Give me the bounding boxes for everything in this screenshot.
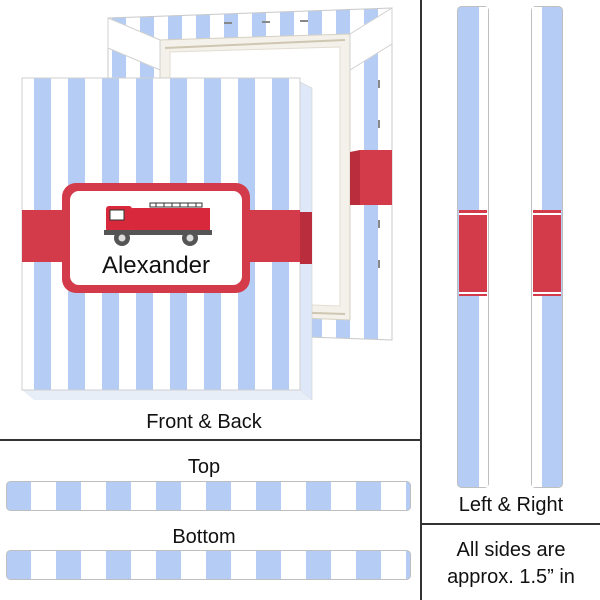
left-side-strip: [457, 6, 489, 488]
horizontal-divider-left: [0, 439, 421, 441]
left-right-label: Left & Right: [458, 494, 564, 516]
right-side-strip: [531, 6, 563, 488]
vertical-divider: [420, 0, 422, 600]
top-side-strip: [6, 481, 411, 511]
sides-note-line1: All sides are: [456, 539, 566, 561]
canvas-front-view: [21, 77, 313, 401]
sides-note-line2: approx. 1.5” in: [447, 566, 575, 588]
horizontal-divider-right: [421, 523, 600, 525]
front-back-canvas-illustration: [21, 7, 393, 401]
name-text: Alexander: [101, 252, 211, 279]
fire-truck-icon: [104, 202, 212, 246]
top-label: Top: [187, 456, 221, 478]
bottom-label: Bottom: [172, 526, 236, 548]
front-back-label: Front & Back: [146, 411, 262, 433]
bottom-side-strip: [6, 550, 411, 580]
